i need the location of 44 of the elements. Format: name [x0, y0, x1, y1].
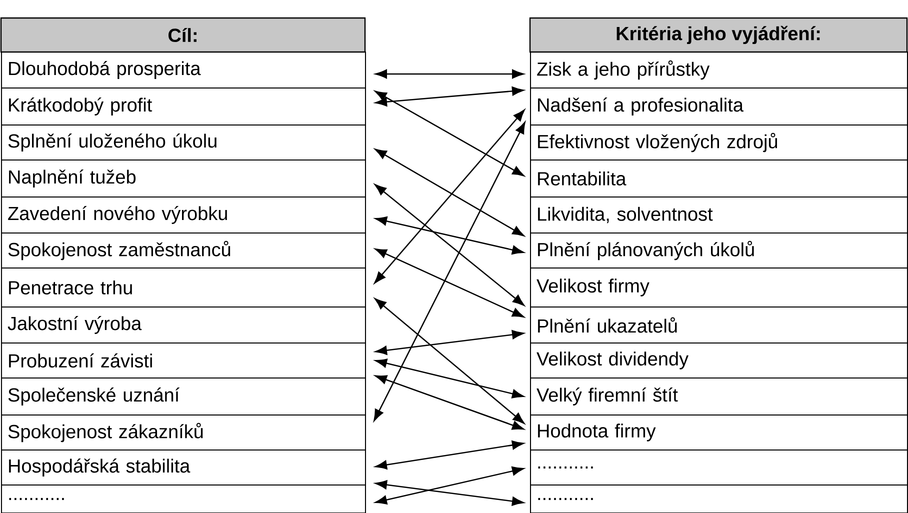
table-cell: ...........	[530, 449, 908, 486]
table-cell: Zisk a jeho přírůstky	[530, 52, 908, 88]
table-cell: Nadšení a profesionalita	[530, 88, 908, 126]
table-cell: Hodnota firmy	[530, 414, 908, 450]
table-cell: ...........	[1, 484, 366, 513]
arrow	[375, 375, 524, 430]
table-cell: Penetrace trhu	[1, 267, 366, 308]
table-cell: Společenské uznání	[1, 377, 366, 416]
arrow	[375, 358, 524, 398]
table-cell: Velký firemní štít	[530, 377, 908, 416]
table-cell: Rentabilita	[530, 160, 908, 198]
arrow	[375, 440, 524, 470]
arrow	[375, 69, 524, 79]
header-cell: Cíl:	[0, 17, 366, 53]
arrow	[374, 109, 525, 284]
table-cell: Efektivnost vložených zdrojů	[530, 124, 908, 160]
arrow	[374, 298, 524, 424]
table-cell: Likvidita, solventnost	[530, 196, 908, 234]
header-cell: Kritéria jeho vyjádření:	[529, 17, 908, 53]
table-cell: Splnění uloženého úkolu	[1, 124, 366, 160]
table-cell: Spokojenost zákazníků	[1, 414, 366, 450]
arrow	[375, 86, 524, 106]
table-cell: Plnění plánovaných úkolů	[530, 232, 908, 268]
table-cell: Spokojenost zaměstnanců	[1, 232, 366, 268]
table-cell: ...........	[530, 484, 908, 513]
arrow	[374, 148, 524, 236]
table-cell: Dlouhodobá prosperita	[1, 52, 366, 88]
arrow	[375, 216, 524, 254]
arrow	[374, 184, 524, 306]
table-cell: Velikost dividendy	[530, 342, 908, 378]
table-cell: Hospodářská stabilita	[1, 449, 366, 486]
arrow	[375, 480, 524, 506]
table-cell: Plnění ukazatelů	[530, 306, 908, 344]
arrow	[374, 122, 526, 422]
table-cell: Naplnění tužeb	[1, 160, 366, 198]
arrow	[375, 466, 524, 504]
table-cell: Krátkodobý profit	[1, 88, 366, 126]
table-cell: Jakostní výroba	[1, 306, 366, 344]
table-cell: Velikost firmy	[530, 267, 908, 308]
arrow	[375, 330, 524, 355]
table-cell: Zavedení nového výrobku	[1, 196, 366, 234]
arrow	[374, 248, 524, 318]
table-cell: Probuzení závisti	[1, 342, 366, 378]
arrow	[374, 90, 524, 176]
